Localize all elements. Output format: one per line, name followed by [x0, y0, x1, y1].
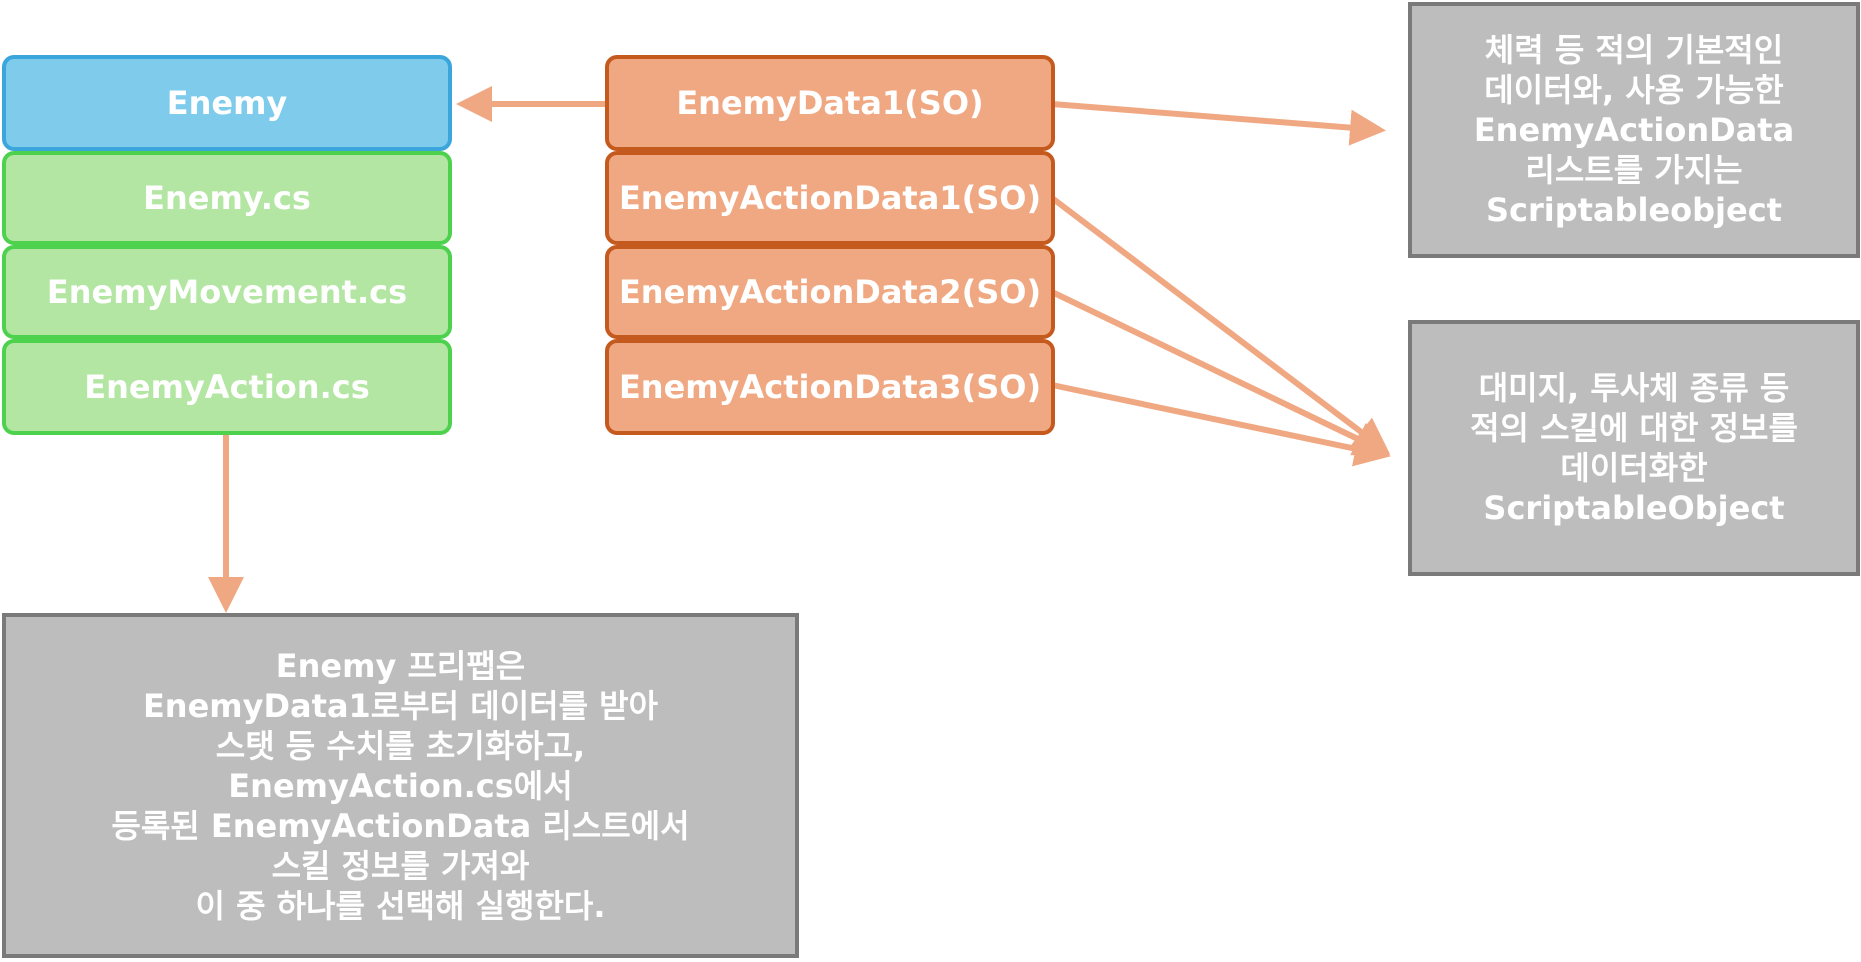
- action-data-box-1: EnemyActionData1(SO): [605, 151, 1055, 245]
- script-box-enemy: Enemy.cs: [2, 151, 452, 245]
- enemy-data-box: EnemyData1(SO): [605, 55, 1055, 151]
- script-label: EnemyAction.cs: [84, 368, 370, 406]
- action-data-label: EnemyActionData2(SO): [618, 273, 1042, 311]
- note-line: Scriptableobject: [1486, 191, 1782, 229]
- note-line: 이 중 하나를 선택해 실행한다.: [195, 886, 606, 925]
- arrow-action3-to-note: [1051, 382, 1391, 467]
- note-line: Enemy 프리팹은: [275, 646, 526, 685]
- enemy-box: Enemy: [2, 55, 452, 151]
- note-line: 스탯 등 수치를 초기화하고,: [215, 726, 586, 765]
- note-line: 대미지, 투사체 종류 등: [1478, 369, 1790, 407]
- note-line: 리스트를 가지는: [1525, 151, 1743, 189]
- enemy-data-label: EnemyData1(SO): [676, 84, 984, 122]
- script-label: EnemyMovement.cs: [46, 273, 408, 311]
- note-line: 스킬 정보를 가져와: [271, 846, 530, 885]
- arrow-action1-to-note: [1050, 195, 1390, 454]
- action-data-box-2: EnemyActionData2(SO): [605, 245, 1055, 339]
- note-line: 데이터화한: [1560, 449, 1708, 487]
- note-prefab: Enemy 프리팹은 EnemyData1로부터 데이터를 받아 스탯 등 수치…: [2, 613, 799, 958]
- action-data-box-3: EnemyActionData3(SO): [605, 339, 1055, 435]
- note-line: EnemyAction.cs에서: [228, 766, 573, 805]
- enemy-label: Enemy: [166, 84, 288, 122]
- note-line: ScriptableObject: [1483, 489, 1785, 527]
- arrow-data-to-note: [1051, 101, 1386, 146]
- action-data-label: EnemyActionData1(SO): [618, 179, 1042, 217]
- note-line: 적의 스킬에 대한 정보를: [1470, 409, 1798, 447]
- note-line: EnemyData1로부터 데이터를 받아: [142, 686, 659, 725]
- script-box-movement: EnemyMovement.cs: [2, 245, 452, 339]
- note-line: 체력 등 적의 기본적인: [1484, 31, 1784, 69]
- note-line: 데이터와, 사용 가능한: [1484, 71, 1784, 109]
- note-line: EnemyActionData: [1473, 111, 1795, 149]
- action-data-label: EnemyActionData3(SO): [618, 368, 1042, 406]
- note-enemy-data: 체력 등 적의 기본적인 데이터와, 사용 가능한 EnemyActionDat…: [1408, 2, 1860, 258]
- note-action-data: 대미지, 투사체 종류 등 적의 스킬에 대한 정보를 데이터화한 Script…: [1408, 320, 1860, 576]
- note-line: 등록된 EnemyActionData 리스트에서: [111, 806, 690, 845]
- arrow-action2-to-note: [1050, 289, 1391, 456]
- script-label: Enemy.cs: [143, 179, 311, 217]
- script-box-action: EnemyAction.cs: [2, 339, 452, 435]
